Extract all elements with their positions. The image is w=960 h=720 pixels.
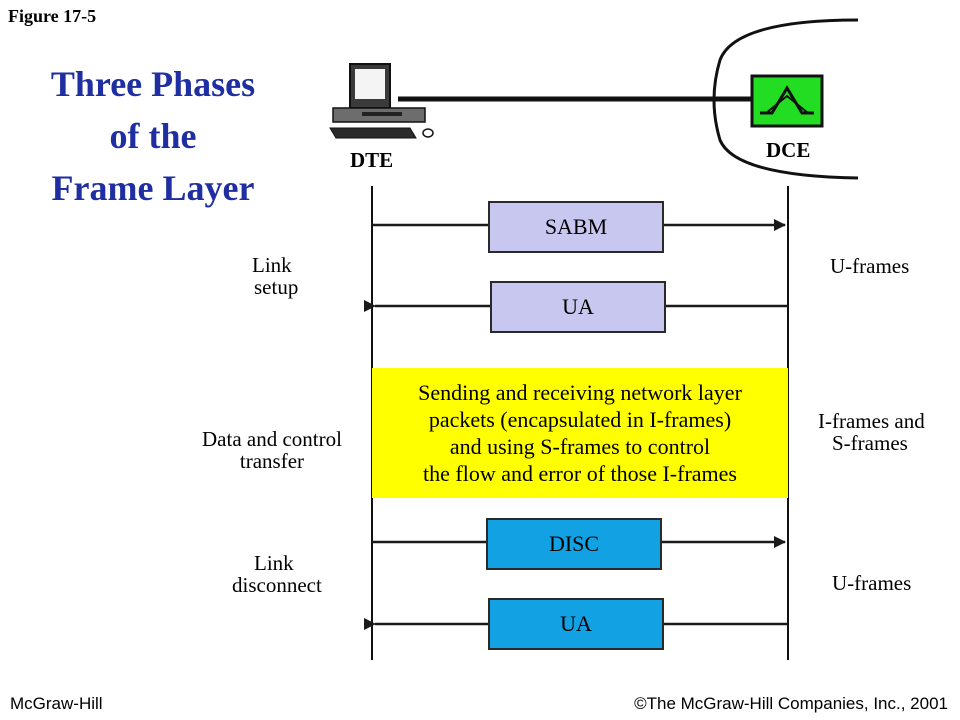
data-transfer-box: Sending and receiving network layer pack… <box>372 368 788 498</box>
link-disconnect-label-line-2: disconnect <box>232 573 322 597</box>
ua-disconnect-frame-label: UA <box>560 611 592 636</box>
title-line-3: Frame Layer <box>51 168 255 208</box>
disc-frame: DISC <box>486 518 662 570</box>
data-transfer-label-line-1: Data and control <box>202 427 342 451</box>
link-disconnect-label: Link disconnect <box>232 552 322 596</box>
footer-copyright: ©The McGraw-Hill Companies, Inc., 2001 <box>634 694 948 713</box>
ua-setup-frame: UA <box>490 281 666 333</box>
data-box-line-4: the flow and error of those I-frames <box>423 461 737 486</box>
setup-frame-type: U-frames <box>830 254 910 278</box>
link-setup-label-line-2: setup <box>254 275 299 299</box>
dte-computer-icon <box>329 63 434 139</box>
data-box-line-1: Sending and receiving network layer <box>418 380 742 405</box>
link-disconnect-label-line-1: Link <box>254 551 294 575</box>
disconnect-frame-type: U-frames <box>832 571 912 595</box>
disc-frame-label: DISC <box>548 531 600 556</box>
dte-label: DTE <box>350 148 394 172</box>
data-box-line-2: packets (encapsulated in I-frames) <box>428 407 732 432</box>
transfer-frame-type-line-2: S-frames <box>832 431 908 455</box>
footer-publisher: McGraw-Hill <box>10 694 103 713</box>
sabm-frame: SABM <box>488 201 664 253</box>
figure-label: Figure 17-5 <box>8 6 97 26</box>
data-box-line-3: and using S-frames to control <box>449 434 711 459</box>
slide-title: Three Phases of the Frame Layer <box>14 58 292 214</box>
ua-disconnect-frame: UA <box>488 598 664 650</box>
dce-device-icon <box>750 74 824 128</box>
link-setup-label: Link setup <box>252 254 298 298</box>
data-transfer-label: Data and control transfer <box>202 428 342 472</box>
link-setup-label-line-1: Link <box>252 253 292 277</box>
data-transfer-label-line-2: transfer <box>239 449 305 473</box>
title-line-1: Three Phases <box>50 64 256 104</box>
title-line-2: of the <box>109 116 197 156</box>
ua-setup-frame-label: UA <box>562 294 594 319</box>
sabm-frame-label: SABM <box>544 214 608 239</box>
transfer-frame-type: I-frames and S-frames <box>818 410 925 454</box>
transfer-frame-type-line-1: I-frames and <box>818 409 925 433</box>
dce-label: DCE <box>766 138 811 162</box>
